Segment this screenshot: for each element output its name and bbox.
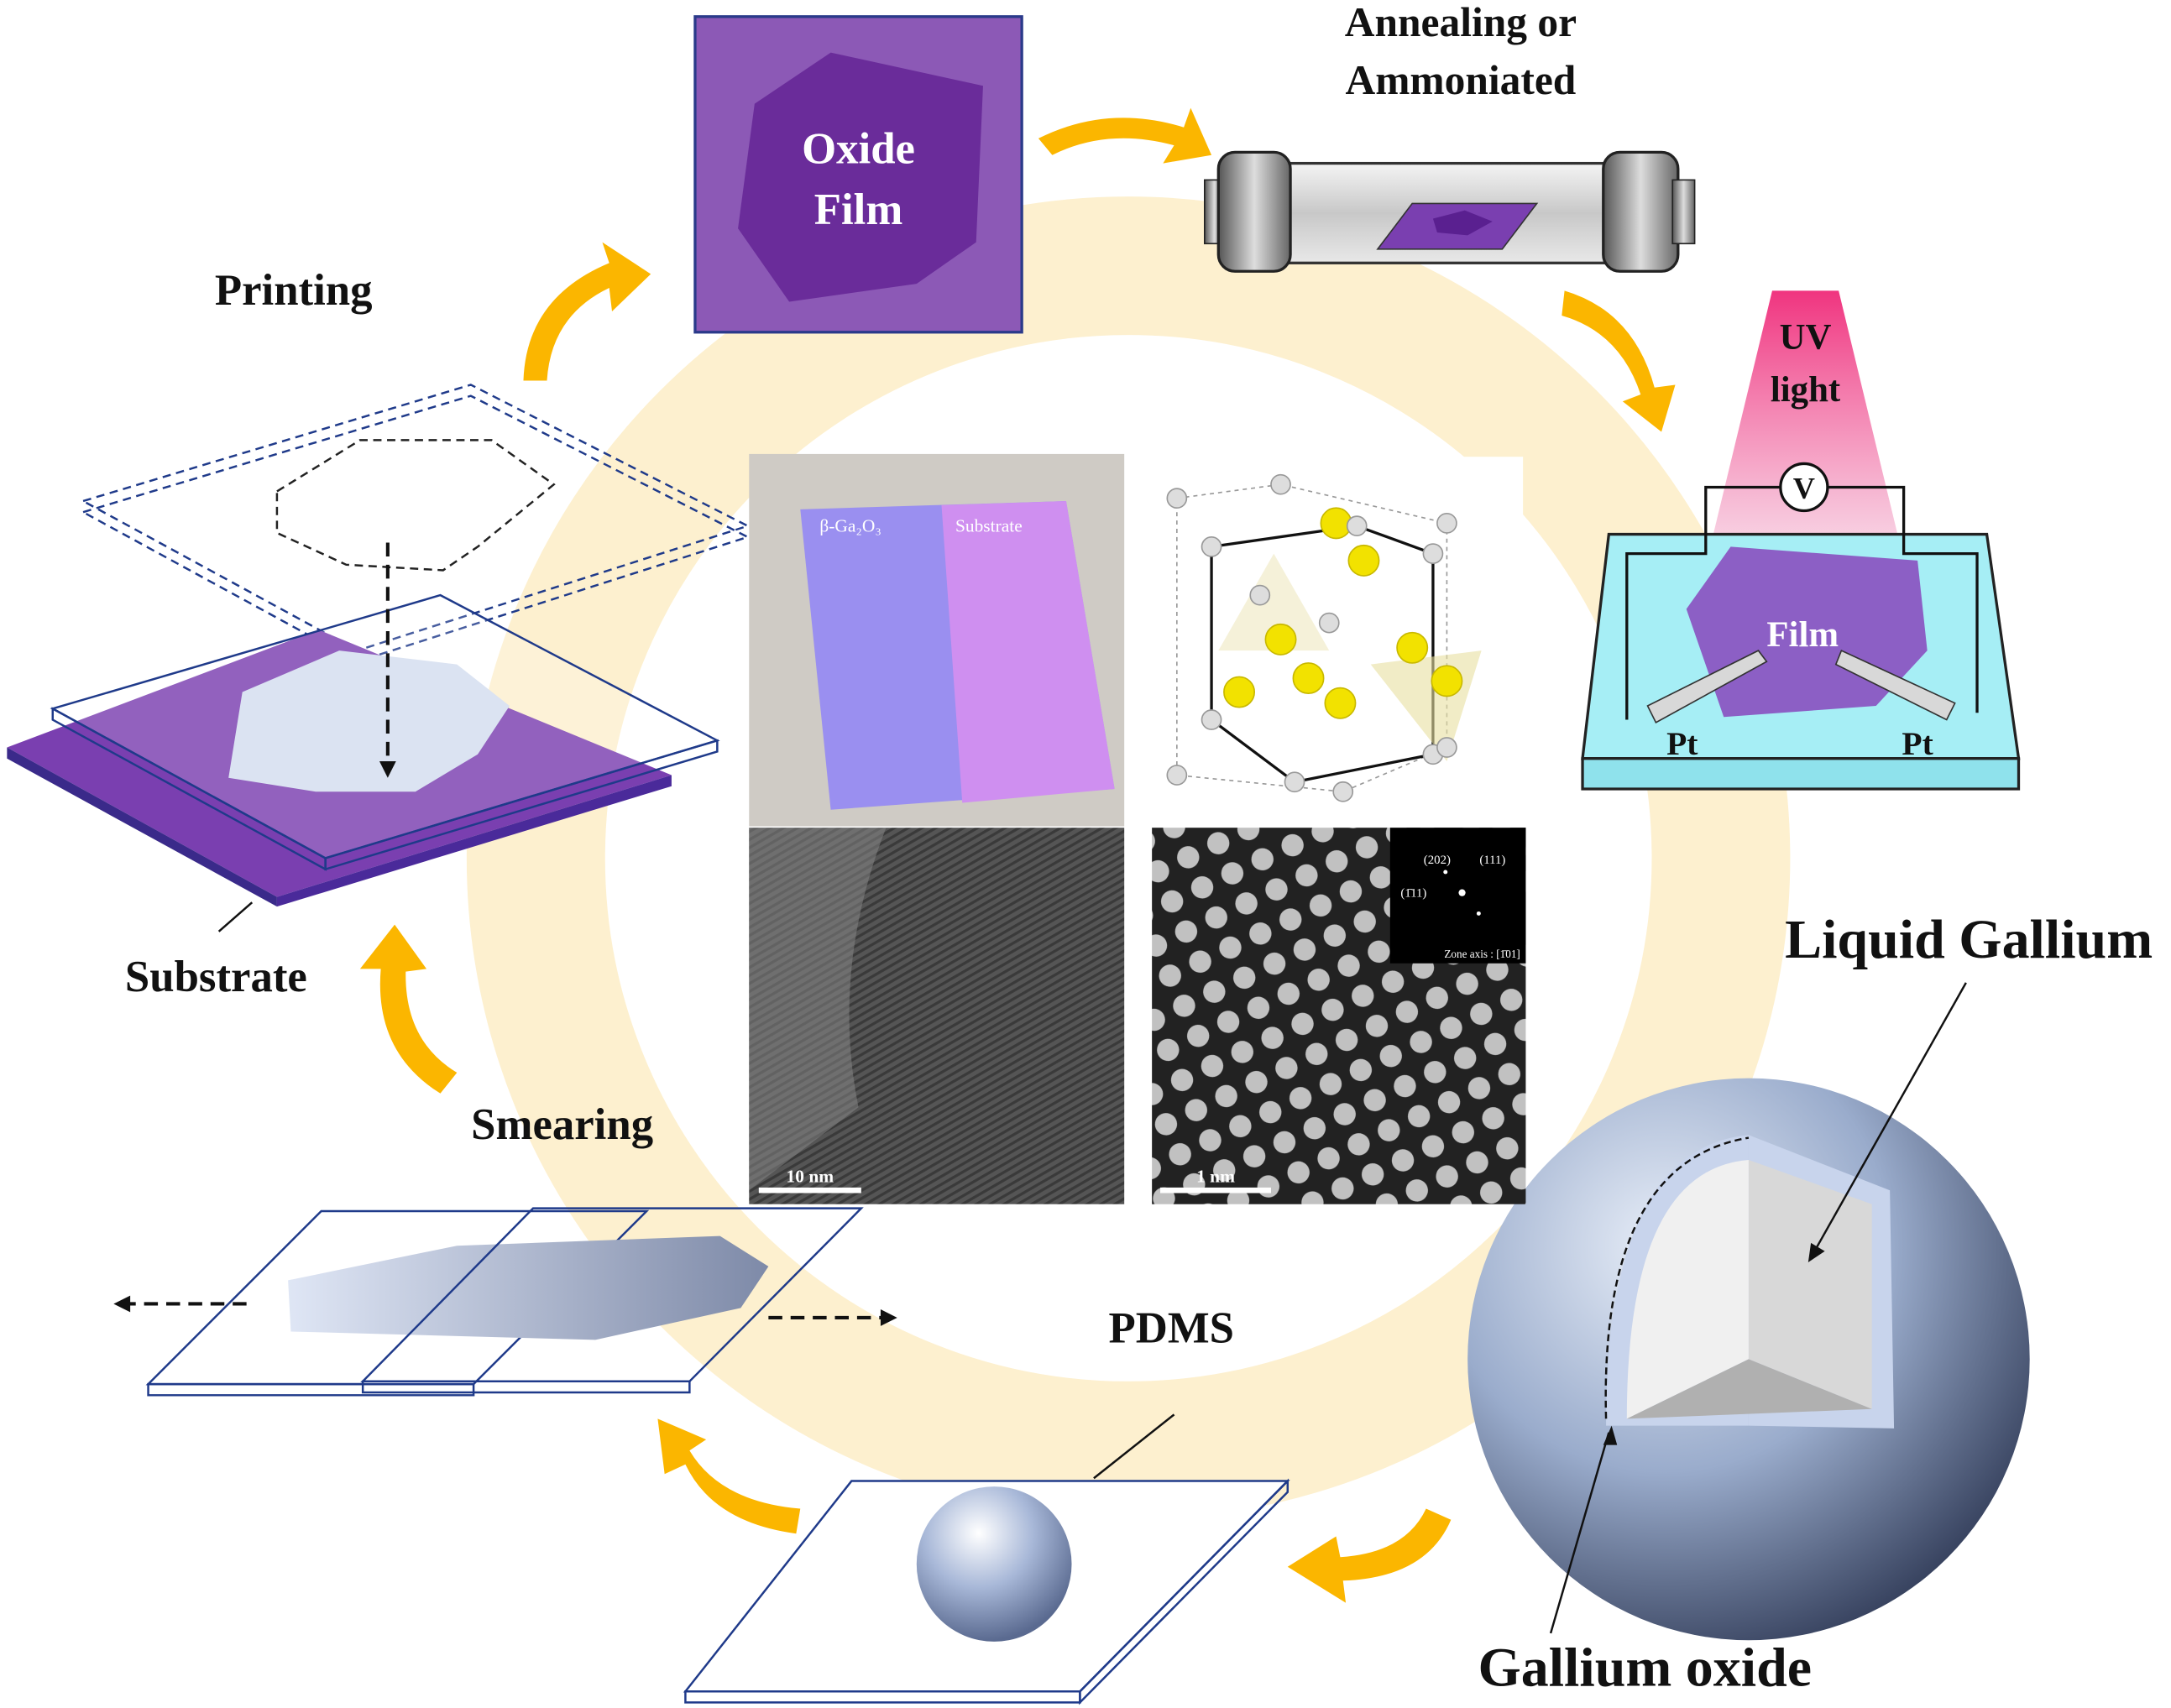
uv-photodetector: UV light V Film Pt Pt xyxy=(1581,290,2021,791)
hrtem-image: (202) (111) (1̄11) Zone axis : [1̄01] 1 … xyxy=(1152,828,1526,1204)
light-label: light xyxy=(1771,370,1841,410)
fft-111-label: (111) xyxy=(1479,854,1505,867)
uv-label: UV xyxy=(1780,318,1832,358)
gallium-oxide-label: Gallium oxide xyxy=(1478,1637,1812,1699)
pt-right-label: Pt xyxy=(1902,725,1933,762)
pt-left-label: Pt xyxy=(1666,725,1698,762)
printing-label: Printing xyxy=(215,266,373,315)
photo-ga2o3-label: β-Ga₂O₃ xyxy=(819,515,881,535)
inset-photo: β-Ga₂O₃ Substrate xyxy=(749,453,1125,827)
liquid-gallium-sphere xyxy=(1467,982,2030,1641)
printing-illustration xyxy=(7,384,751,932)
crystal-structure xyxy=(1152,457,1524,817)
film-label: Film xyxy=(814,185,903,234)
voltmeter-icon xyxy=(1779,462,1829,513)
annealing-label: Annealing or xyxy=(1345,0,1577,45)
cycle-arrows xyxy=(359,107,1676,1603)
hrtem-scale-label: 1 nm xyxy=(1196,1166,1235,1186)
fft-1-11-label: (1̄11) xyxy=(1400,887,1426,901)
liquid-gallium-label: Liquid Gallium xyxy=(1785,909,2153,970)
gallium-droplet xyxy=(916,1486,1072,1642)
film-device-label: Film xyxy=(1766,615,1839,655)
ammoniated-label: Ammoniated xyxy=(1346,57,1577,103)
tube-furnace xyxy=(1203,150,1696,273)
tem-image: 10 nm xyxy=(749,828,1125,1204)
photo-substrate-label: Substrate xyxy=(955,515,1023,535)
fft-202-label: (202) xyxy=(1424,854,1451,867)
tem-scale-label: 10 nm xyxy=(787,1166,834,1186)
smearing-label: Smearing xyxy=(471,1100,653,1149)
smearing-illustration xyxy=(113,1207,897,1397)
substrate-label: Substrate xyxy=(125,953,307,1001)
voltmeter-label: V xyxy=(1793,472,1815,505)
oxide-film-panel: Oxide Film xyxy=(693,15,1023,334)
pdms-plate xyxy=(683,1413,1290,1705)
zone-axis-label: Zone axis : [1̄01] xyxy=(1444,948,1520,960)
oxide-label: Oxide xyxy=(802,125,915,174)
pdms-label: PDMS xyxy=(1108,1304,1234,1353)
